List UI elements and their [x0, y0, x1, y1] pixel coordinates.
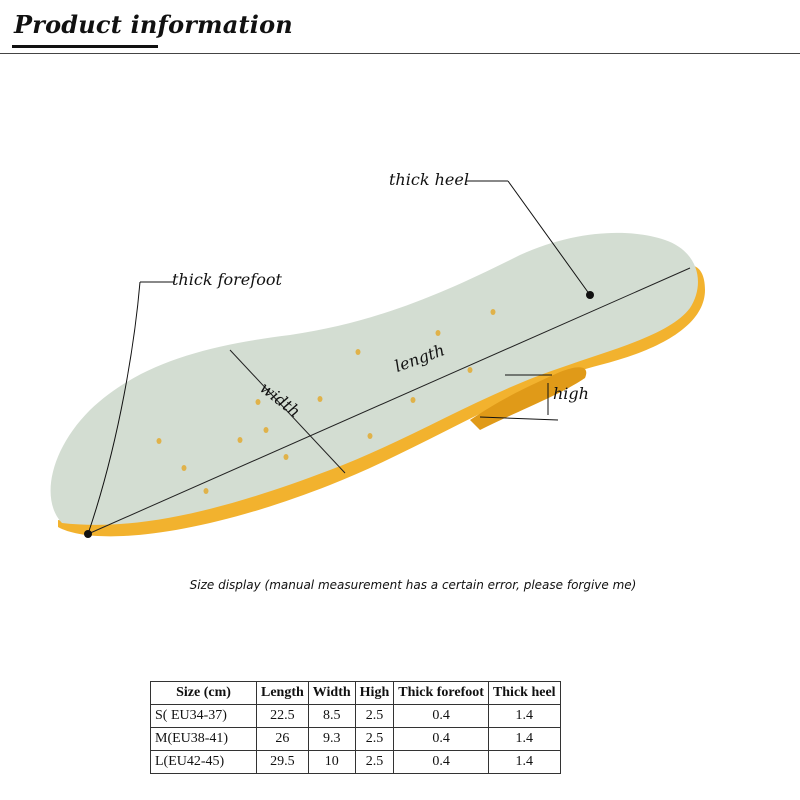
page-title: Product information — [14, 10, 293, 39]
insole-illustration — [50, 180, 705, 538]
high-cell: 2.5 — [354, 750, 395, 774]
hole — [237, 437, 243, 443]
hole — [317, 396, 323, 402]
length-cell: 22.5 — [256, 704, 309, 728]
table-header-row: Size (cm) Length Width High Thick forefo… — [150, 681, 561, 705]
high-cell: 2.5 — [354, 704, 395, 728]
width-cell: 8.5 — [307, 704, 356, 728]
column-header: Length — [256, 681, 309, 705]
column-header: Size (cm) — [150, 681, 257, 705]
length-cell: 29.5 — [256, 750, 309, 774]
column-header: Width — [307, 681, 356, 705]
high-cell: 2.5 — [354, 727, 395, 751]
high-label: high — [553, 384, 589, 403]
size-cell: S( EU34-37) — [150, 704, 257, 728]
table-row: M(EU38-41) 26 9.3 2.5 0.4 1.4 — [150, 727, 561, 751]
header-divider — [0, 53, 800, 54]
hole — [203, 488, 209, 494]
size-caption: Size display (manual measurement has a c… — [189, 578, 637, 592]
heel-cell: 1.4 — [487, 704, 561, 728]
column-header: Thick forefoot — [393, 681, 489, 705]
hole — [467, 367, 473, 373]
hole — [283, 454, 289, 460]
heel-cell: 1.4 — [487, 727, 561, 751]
table-row: S( EU34-37) 22.5 8.5 2.5 0.4 1.4 — [150, 704, 561, 728]
column-header: High — [354, 681, 395, 705]
table-row: L(EU42-45) 29.5 10 2.5 0.4 1.4 — [150, 750, 561, 774]
width-line — [229, 349, 346, 474]
width-cell: 10 — [307, 750, 356, 774]
high-bottom-tick — [479, 416, 559, 421]
forefoot-cell: 0.4 — [393, 750, 489, 774]
hole — [263, 427, 269, 433]
heel-cell: 1.4 — [487, 750, 561, 774]
forefoot-marker — [84, 530, 92, 538]
heel-leader-diag — [507, 180, 591, 296]
size-table: Size (cm) Length Width High Thick forefo… — [150, 681, 561, 774]
hole — [156, 438, 162, 444]
insole-top — [50, 232, 698, 525]
hole — [435, 330, 441, 336]
hole — [255, 399, 261, 405]
hole — [367, 433, 373, 439]
hole — [355, 349, 361, 355]
width-cell: 9.3 — [307, 727, 356, 751]
insole-diagram: thick heel thick forefoot length width h… — [0, 140, 800, 560]
forefoot-leader-curve — [87, 281, 141, 535]
hole — [410, 397, 416, 403]
length-line — [87, 267, 691, 535]
title-underline — [12, 45, 158, 48]
arch-support — [470, 367, 587, 430]
size-cell: M(EU38-41) — [150, 727, 257, 751]
page-header: Product information — [0, 0, 800, 56]
column-header: Thick heel — [487, 681, 561, 705]
thick-forefoot-label: thick forefoot — [172, 270, 282, 289]
forefoot-cell: 0.4 — [393, 704, 489, 728]
ventilation-holes — [156, 309, 496, 494]
heel-marker — [586, 291, 594, 299]
forefoot-cell: 0.4 — [393, 727, 489, 751]
thick-heel-label: thick heel — [389, 170, 469, 189]
length-cell: 26 — [256, 727, 309, 751]
hole — [181, 465, 187, 471]
size-cell: L(EU42-45) — [150, 750, 257, 774]
hole — [490, 309, 496, 315]
